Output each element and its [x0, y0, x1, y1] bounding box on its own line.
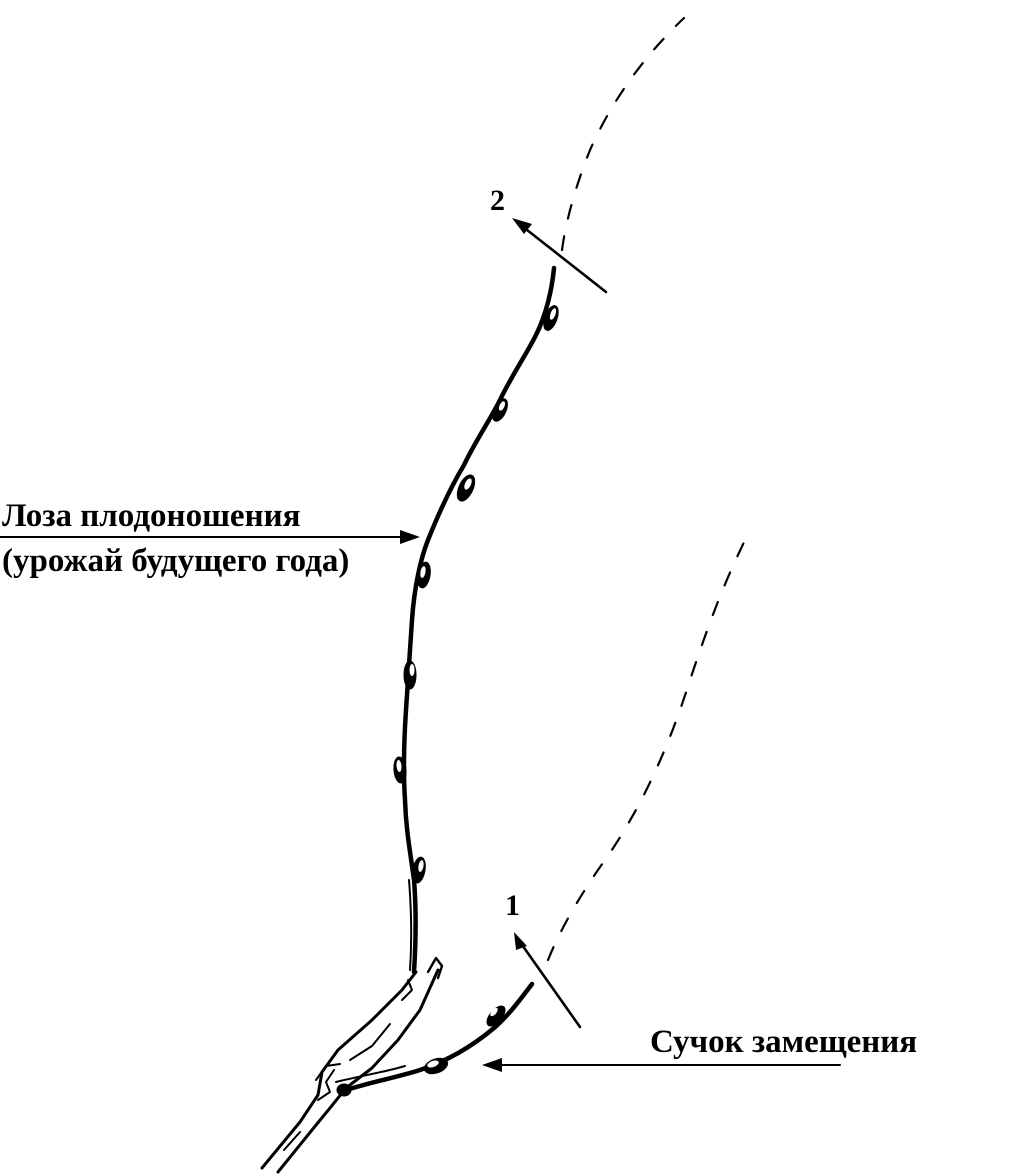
- fruiting-vine-buds: [393, 305, 559, 884]
- bud: [543, 305, 559, 331]
- replacement-spur-label: Сучок замещения: [650, 1024, 917, 1060]
- bud: [486, 1005, 506, 1027]
- fruiting-vine-pointer-arrow: [0, 530, 420, 544]
- replacement-spur-pointer-arrow: [482, 1058, 841, 1072]
- bud: [412, 856, 426, 884]
- bud: [456, 474, 476, 502]
- bud: [403, 660, 417, 690]
- cut-number-2: 2: [490, 184, 505, 217]
- cut-mark-2: [512, 218, 608, 294]
- replacement-spur: [335, 981, 535, 1097]
- removed-spur-top-dashed: [546, 528, 752, 962]
- fruiting-vine-label-line1: Лоза плодоношения: [2, 498, 300, 534]
- fruiting-vine-label-line2: (урожай будущего года): [2, 543, 349, 579]
- trunk: [260, 956, 444, 1174]
- removed-cane-top-dashed: [560, 16, 686, 252]
- cut-number-1: 1: [505, 889, 520, 922]
- bud: [417, 561, 431, 589]
- bud: [492, 398, 508, 422]
- bud: [393, 756, 407, 784]
- cut-mark-1: [514, 932, 582, 1029]
- fruiting-vine-cane: [401, 265, 557, 975]
- bud: [423, 1057, 449, 1075]
